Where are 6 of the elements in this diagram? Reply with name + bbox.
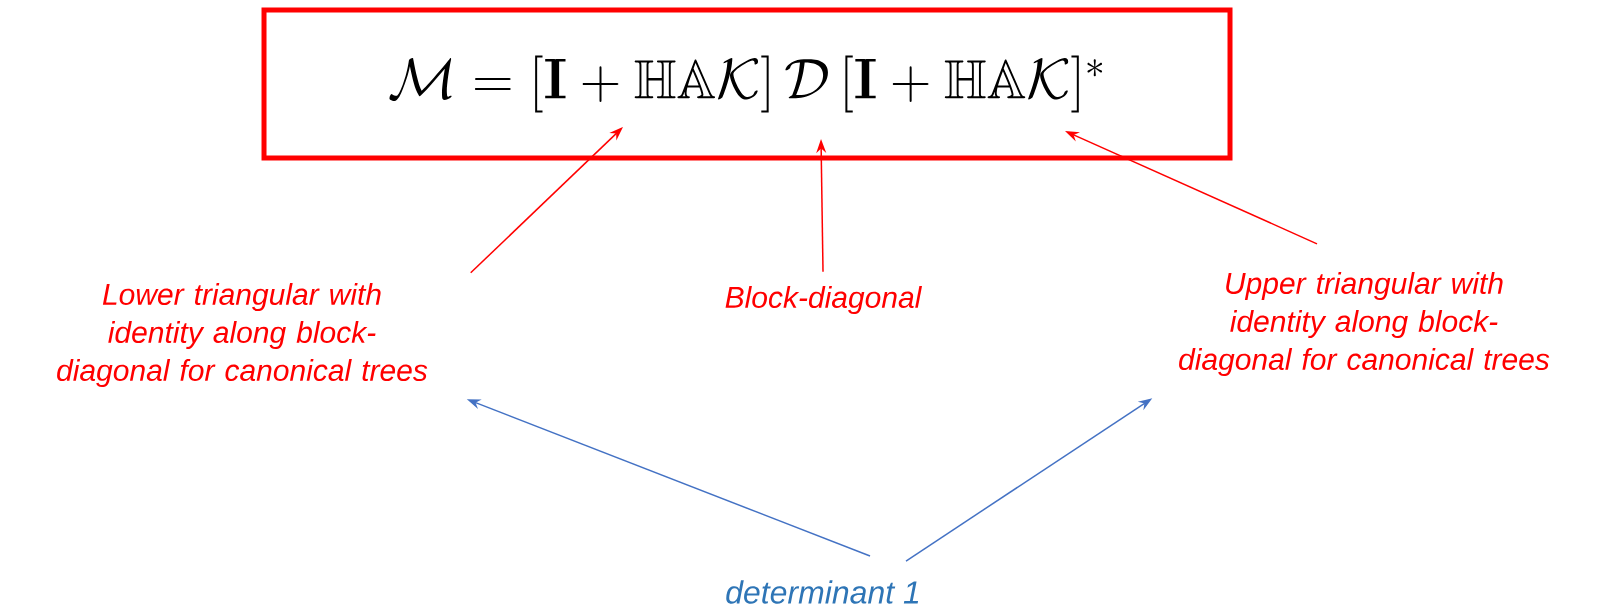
annotation-text: Block-diagonal [725, 286, 923, 314]
formula-box: $\mathcal{M} = [\mathbf{I} + \mathbb{H}\mathbb{A}\mathcal{K}]\, \mathcal{D}\, [\mathbf{I} + \mathbb{H}\mathbb{A}\mathcal{K}]^*$ [261, 7, 1233, 161]
arrow [469, 127, 623, 274]
annotation-text: Lower triangular with identity along block-diagonal for canonical trees [57, 283, 428, 387]
annotation-text: Upper triangular with identity along block-diagonal for canonical trees [1179, 272, 1550, 376]
annotation-text: determinant 1 [726, 580, 919, 604]
